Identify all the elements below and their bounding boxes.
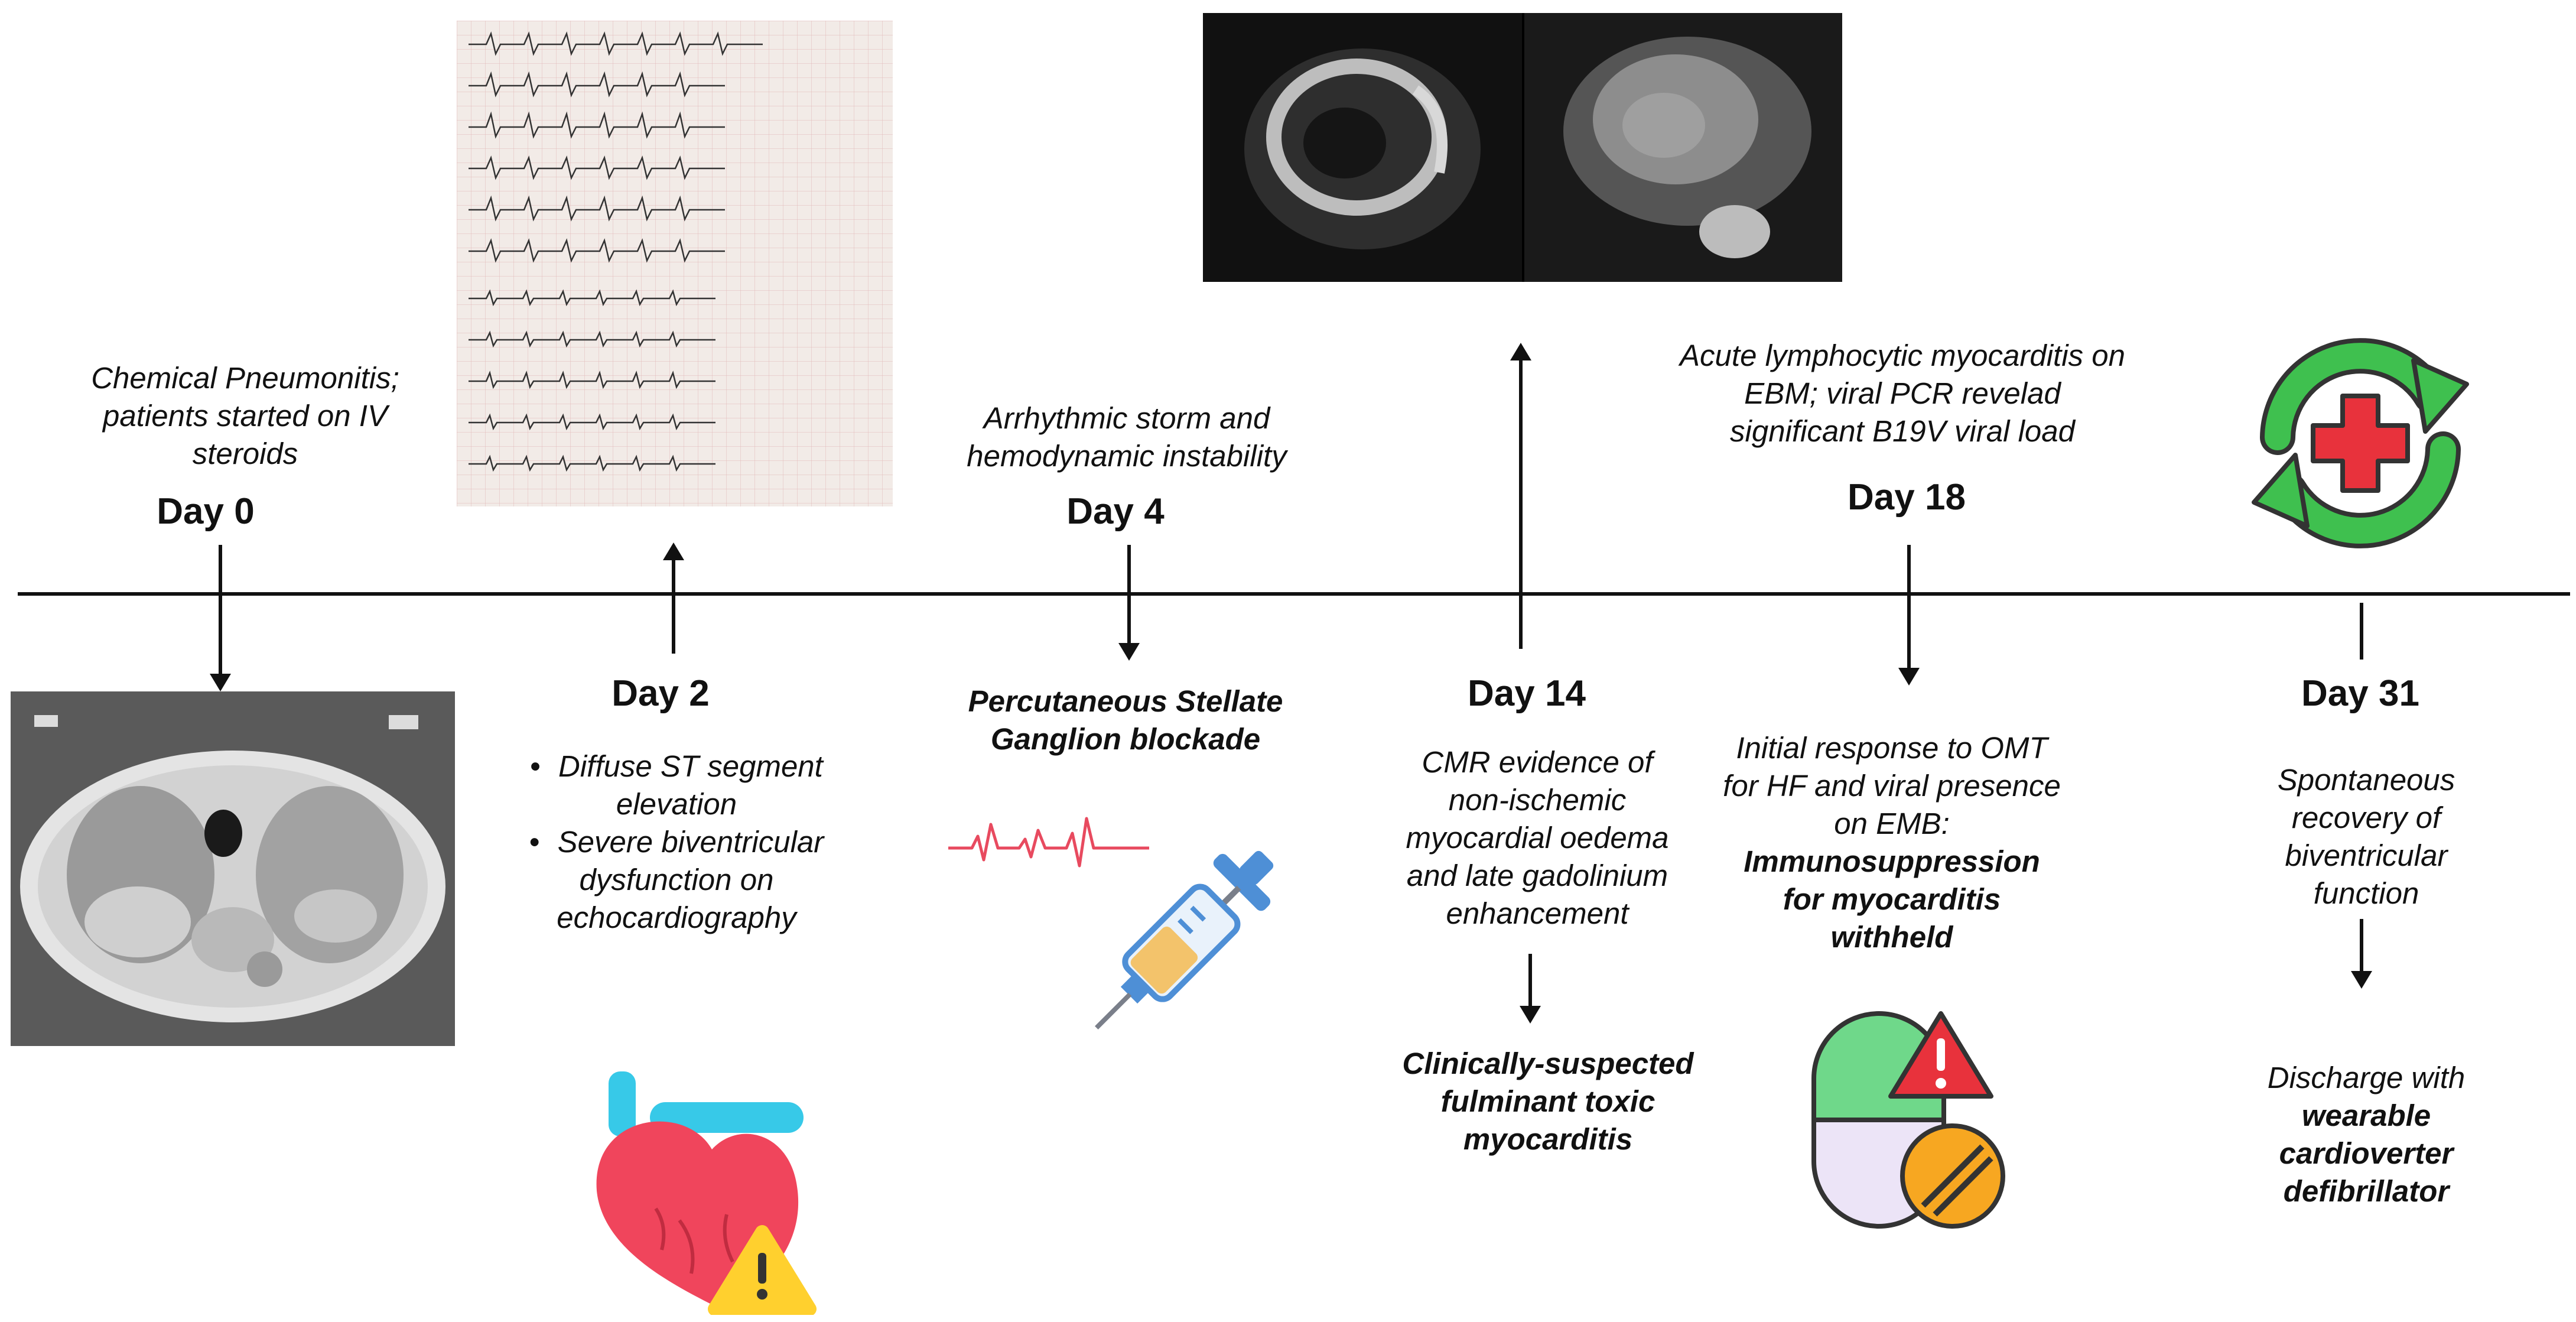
day31-result-text: Discharge with <box>2267 1061 2466 1094</box>
day0-connector <box>219 545 222 674</box>
day14-connector <box>1519 359 1523 649</box>
day31-result-device: wearable cardioverter defibrillator <box>2279 1099 2454 1208</box>
cmr-image <box>1203 13 1842 282</box>
day31-result: Discharge with wearable cardioverter def… <box>2230 1059 2502 1210</box>
day4-event-below: Percutaneous Stellate Ganglion blockade <box>968 684 1283 756</box>
day2-findings-list: Diffuse ST segment elevation Severe bive… <box>523 748 830 937</box>
day14-event-below: CMR evidence of non-ischemic myocardial … <box>1406 745 1669 930</box>
day2-connector <box>672 559 675 654</box>
day2-finding-2: Severe biventricular dysfunction on echo… <box>523 823 830 937</box>
day18-event-below-text: Initial response to OMT for HF and viral… <box>1723 731 2061 840</box>
day0-event-text: Chemical Pneumonitis; patients started o… <box>91 361 399 470</box>
day31-tick <box>2360 603 2363 660</box>
ecg-wave-icon <box>948 813 1149 872</box>
day4-arrowhead <box>1118 643 1140 661</box>
day4-event-above: Arrhythmic storm and hemodynamic instabi… <box>967 401 1287 473</box>
timeline-axis <box>18 592 2570 596</box>
day0-label: Day 0 <box>157 491 255 532</box>
day2-finding-1: Diffuse ST segment elevation <box>523 748 830 823</box>
day18-event-below-decision: Immunosuppression for myocarditis withhe… <box>1744 844 2040 954</box>
day18-arrowhead <box>1898 668 1920 686</box>
syringe-icon <box>1081 830 1294 1043</box>
day2-arrowhead <box>663 543 684 560</box>
day14-arrowhead <box>1510 343 1531 360</box>
day14-result: Clinically-suspected fulminant toxic myo… <box>1402 1047 1694 1156</box>
day2-label: Day 2 <box>612 673 710 714</box>
pills-warning-icon <box>1796 1002 2021 1229</box>
day18-event-above: Acute lymphocytic myocarditis on EBM; vi… <box>1680 339 2125 448</box>
day18-label: Day 18 <box>1848 477 1966 518</box>
ecg-image <box>457 21 893 506</box>
day18-connector <box>1907 545 1911 671</box>
day4-connector <box>1127 545 1131 643</box>
day31-result-connector <box>2360 919 2363 971</box>
heart-warning-icon <box>585 1067 839 1316</box>
recovery-cycle-icon <box>2236 319 2484 567</box>
day14-label: Day 14 <box>1468 673 1586 714</box>
day0-arrowhead <box>210 674 231 691</box>
day4-label: Day 4 <box>1066 491 1165 532</box>
day31-event-below: Spontaneous recovery of biventricular fu… <box>2277 763 2455 910</box>
day14-result-arrowhead <box>1520 1006 1541 1024</box>
ct-scan-image <box>11 691 455 1046</box>
day18-event-below: Initial response to OMT for HF and viral… <box>1720 729 2063 956</box>
day31-label: Day 31 <box>2301 673 2419 714</box>
day14-result-connector <box>1528 954 1532 1006</box>
day31-result-arrowhead <box>2351 971 2372 989</box>
